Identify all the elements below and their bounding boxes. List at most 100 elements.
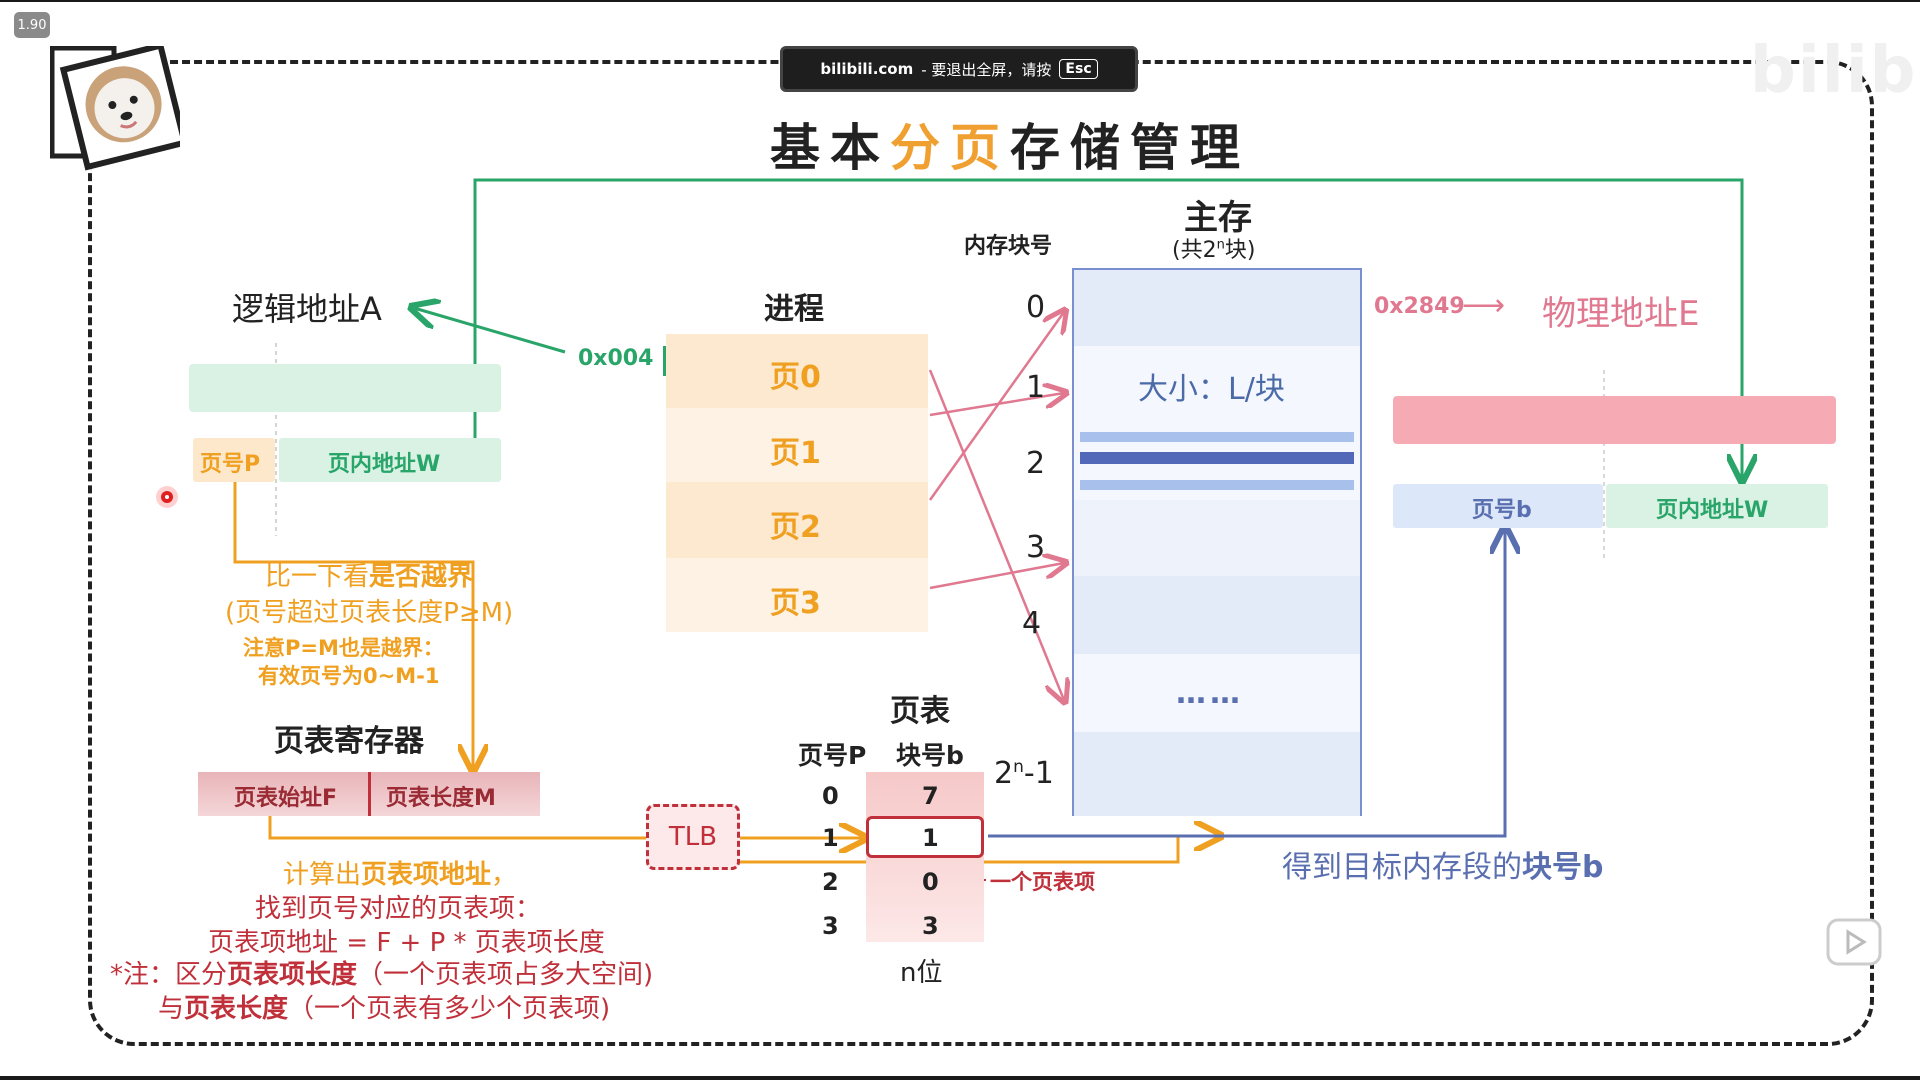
play-icon[interactable] [1826,914,1884,972]
title-part1: 基本 [770,119,890,177]
process-page-3 [666,558,928,632]
logical-arrow [414,308,566,354]
calc5-c: （一个页表有多少个页表项) [288,994,611,1024]
tlb-box: TLB [646,804,740,870]
calc4-a: *注：区分 [110,960,228,990]
esc-key-hint: Esc [1059,59,1098,79]
pt-entry-label: 一个页表项 [990,870,1095,894]
physical-block-cell [1393,484,1603,528]
page-offset-label: 页内地址W [328,452,441,477]
pt-row2-block: 0 [922,868,939,896]
mem-block-5 [1074,654,1360,732]
page1-label: 页1 [770,436,821,471]
page-offset-cell [279,438,501,482]
mem-block-4 [1074,576,1360,654]
last-b: -1 [1023,756,1054,791]
page-table-title: 页表 [890,694,950,729]
ptr-length-label: 页表长度M [386,786,496,811]
calc-line2: 找到页号对应的页表项： [255,894,542,924]
page-number-label: 页号P [200,452,261,477]
result-bold: 块号b [1522,850,1604,885]
bound-note-2: 有效页号为0~M-1 [258,664,440,688]
top-border [0,0,1920,2]
result-text: 得到目标内存段的 [1282,850,1522,885]
last-sup: n [1013,757,1024,777]
mem-stripe-1 [1080,432,1354,442]
physical-arrow-icon: ⟶ [1462,288,1506,323]
bound-check-bold: 是否越界 [369,562,474,592]
ptr-start-label: 页表始址F [234,786,338,811]
toast-text: - 要退出全屏，请按 [921,60,1052,79]
block-no-2: 2 [1026,446,1046,481]
pt-footer: n位 [900,958,943,988]
mem-block-last [1074,732,1360,816]
uploader-avatar [49,41,189,174]
bound-check-line1: 比一下看是否越界 [265,556,473,593]
calc-line1: 计算出页表项地址， [283,854,517,891]
physical-address-bar [1393,396,1836,444]
mem-stripe-2 [1080,452,1354,464]
map-page3 [929,563,1064,590]
block-number-arrow [988,530,1505,838]
block-no-1: 1 [1026,370,1046,405]
pt-row3-block: 3 [922,912,939,940]
calc4-c: （一个页表项占多大空间) [357,960,654,990]
bilibili-watermark: bilibili [1750,34,1920,108]
slide-title: 基本分页存储管理 [770,108,1250,180]
calc-line5: 与页表长度（一个页表有多少个页表项) [158,988,610,1025]
calc-text-a: 计算出 [283,860,362,890]
mem-sub-sup: n [1216,237,1225,253]
mem-block-0 [1074,270,1360,346]
calc-text-c: ， [491,860,518,890]
block-no-4: 4 [1022,606,1042,641]
result-label: 得到目标内存段的块号b [1282,842,1603,886]
ptr-divider [368,772,371,816]
ptr-title: 页表寄存器 [274,724,424,759]
process-page-0 [666,334,928,408]
pt-row3-page: 3 [822,912,839,940]
bound-note-1: 注意P=M也是越界： [243,636,444,660]
calc5-a: 与 [158,994,185,1024]
block-no-0: 0 [1026,290,1046,325]
avatar-icon [49,41,189,171]
memory-subtitle: (共2n块) [1172,232,1255,264]
bound-check-text: 比一下看 [265,562,370,592]
process-title: 进程 [764,292,824,327]
mem-block-3 [1074,500,1360,576]
page0-label: 页0 [770,360,821,395]
physical-offset-label: 页内地址W [1656,498,1769,523]
process-page-1 [666,408,928,482]
page2-label: 页2 [770,510,821,545]
memory-title: 主存 [1184,198,1252,238]
memory-ellipsis: …… [1176,676,1244,711]
pt-col-page: 页号P [798,741,867,770]
offset-arrow [473,178,1742,478]
bound-check-line2: (页号超过页表长度P≥M) [225,598,514,628]
physical-offset-cell [1606,484,1828,528]
mem-sub-a: (共2 [1172,238,1217,263]
calc5-b: 页表长度 [184,994,289,1024]
cursor-dot-icon [156,486,178,508]
physical-address-title: 物理地址E [1542,294,1700,334]
block-no-last: 2n-1 [994,756,1054,791]
calc-line3: 页表项地址 = F + P * 页表项长度 [208,928,605,958]
bound-check-arrow [233,482,473,768]
fullscreen-exit-toast: bilibili.com - 要退出全屏，请按 Esc [780,46,1138,92]
page-table-selected-entry [866,816,984,858]
calc4-b: 页表项长度 [227,960,358,990]
physical-block-label: 页号b [1472,498,1532,523]
playback-speed-badge[interactable]: 1.90 [14,12,50,38]
block-size-label: 大小：L/块 [1138,372,1285,407]
main-memory [1072,268,1362,816]
pt-row1-page: 1 [822,824,839,852]
calc-line4: *注：区分页表项长度（一个页表项占多大空间) [110,954,653,991]
pt-col-block: 块号b [896,741,964,770]
toast-site: bilibili.com [820,60,914,78]
map-page0 [928,369,1064,700]
process-page-2 [666,482,928,558]
pt-row1-block: 1 [922,824,939,852]
page-number-cell [193,438,275,482]
map-page2 [928,312,1064,501]
title-highlight: 分页 [890,119,1010,177]
